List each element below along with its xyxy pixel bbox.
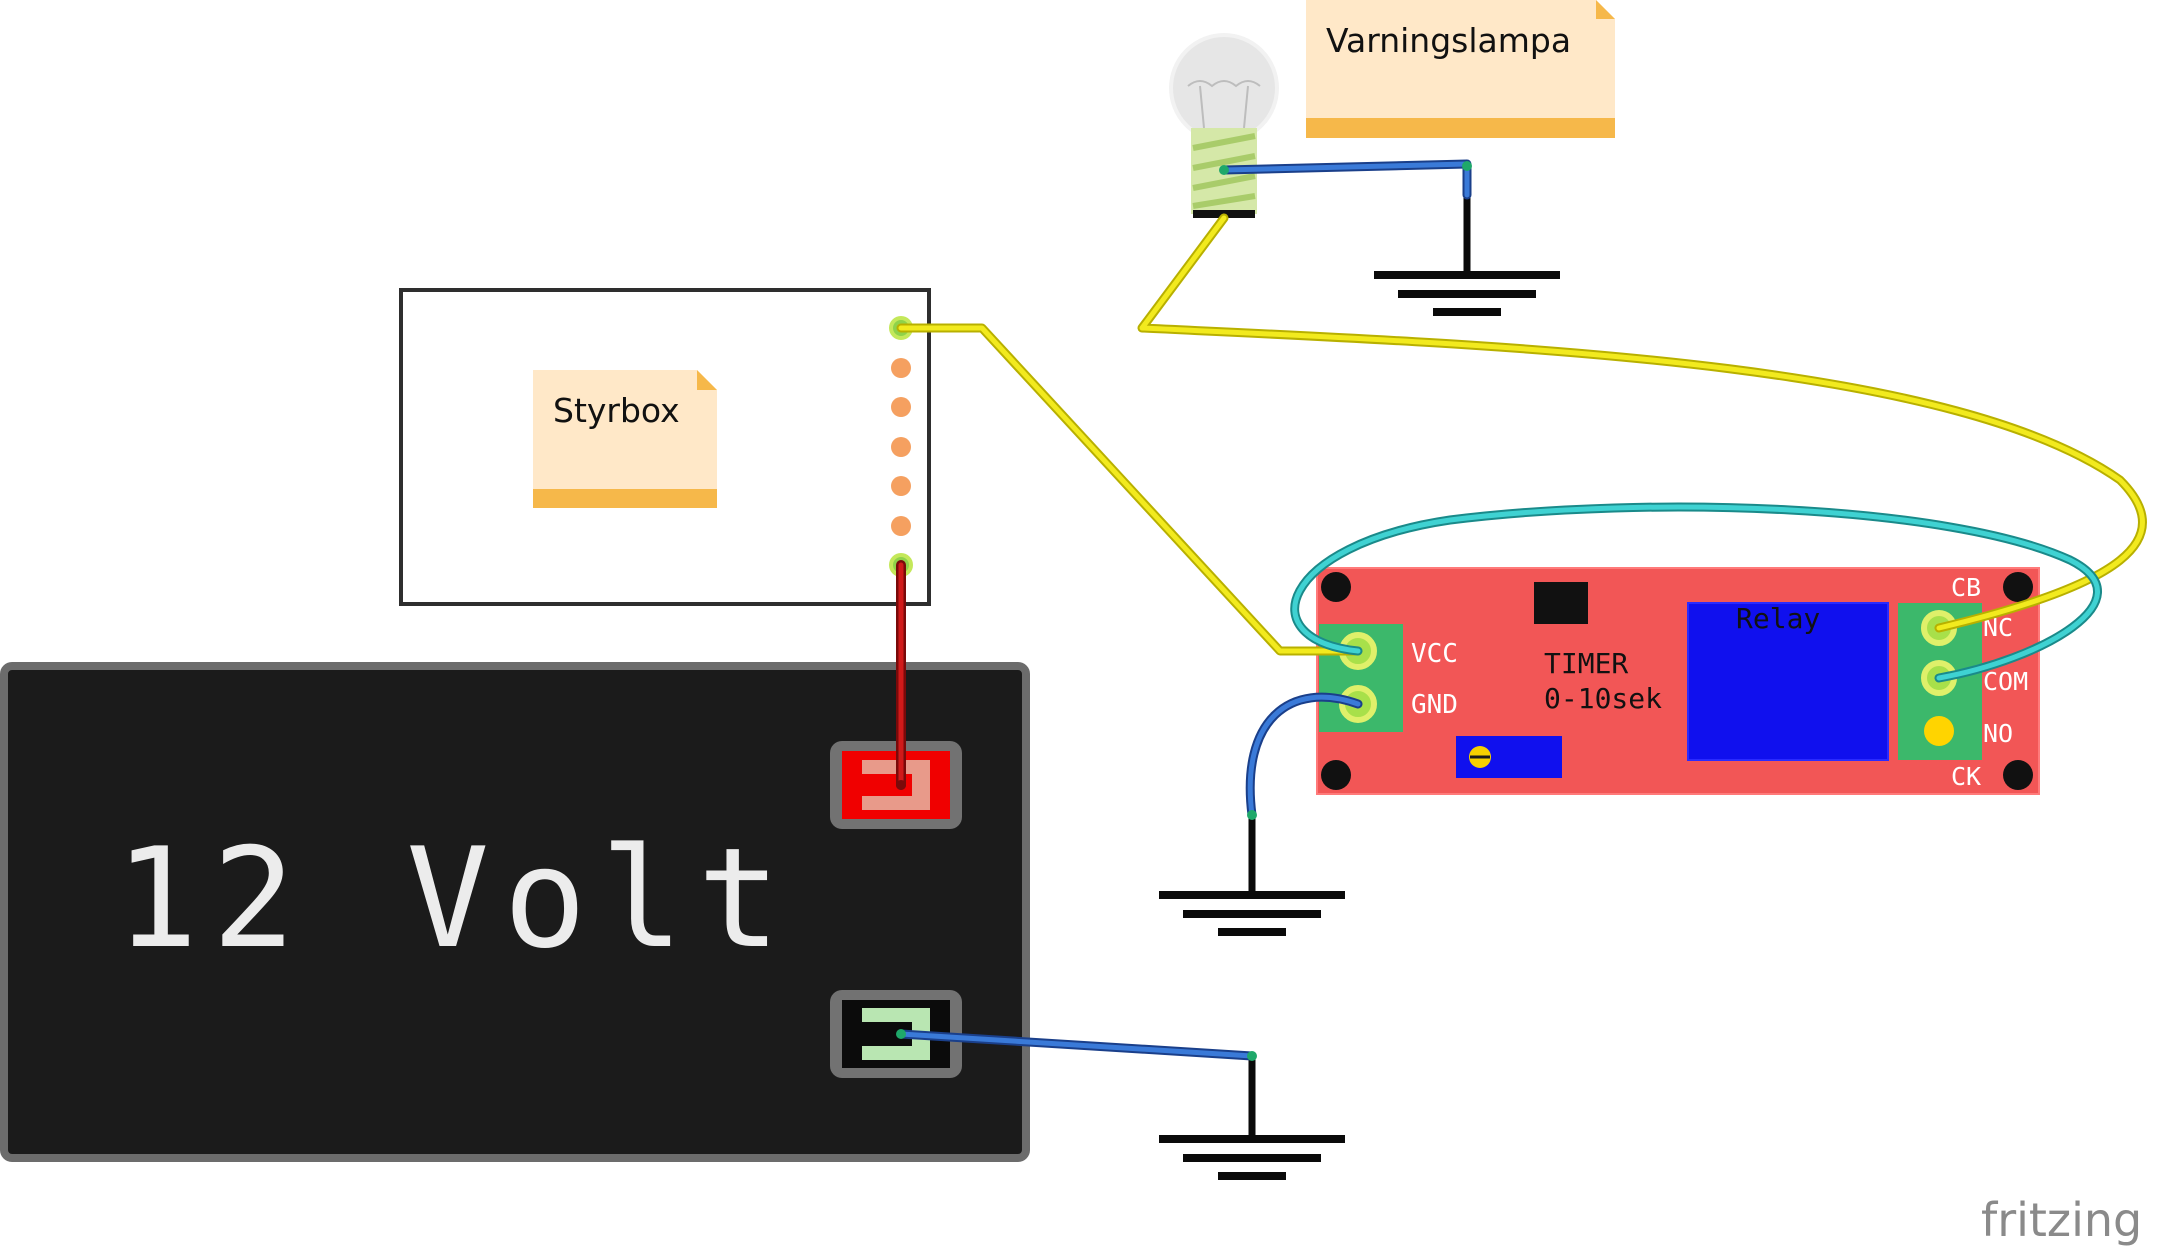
battery-negative-terminal-clip bbox=[862, 1008, 930, 1060]
lamp-base-thread-2 bbox=[1192, 153, 1256, 171]
pin-label-com: COM bbox=[1983, 667, 2028, 696]
wire-end-ground-relay bbox=[1247, 810, 1257, 820]
wire-end-ground-battery bbox=[1247, 1051, 1257, 1061]
mount-hole-bottom-right bbox=[2003, 760, 2033, 790]
wire-end-lamp-blue bbox=[1219, 165, 1229, 175]
relay-block bbox=[1687, 602, 1889, 761]
battery-positive-terminal-clip bbox=[862, 760, 930, 810]
lamp-base-thread-4 bbox=[1192, 193, 1256, 209]
timer-chip bbox=[1534, 582, 1588, 624]
styrbox-note-band bbox=[533, 489, 717, 508]
wire-blue-battery[interactable] bbox=[898, 1031, 1255, 1059]
varningslampa-note-label: Varningslampa bbox=[1326, 21, 1571, 60]
fritzing-watermark: fritzing bbox=[1981, 1193, 2142, 1247]
wire-end-battery-positive bbox=[896, 780, 906, 790]
wire-end-ground-lamp bbox=[1462, 161, 1472, 171]
terminal-no[interactable] bbox=[1924, 716, 1954, 746]
control-box-pin-6[interactable] bbox=[891, 516, 911, 536]
wire-yellow-vcc[interactable] bbox=[898, 325, 1361, 654]
lamp-filament bbox=[1187, 80, 1261, 88]
styrbox-note: Styrbox bbox=[533, 370, 717, 508]
pin-label-no: NO bbox=[1983, 719, 2013, 748]
lamp-base-thread-3 bbox=[1192, 173, 1256, 191]
wire-endpoints bbox=[896, 161, 1472, 1061]
ground-symbol-icon bbox=[1159, 811, 1345, 936]
mount-hole-bottom-left bbox=[1321, 760, 1351, 790]
control-box-pin-4[interactable] bbox=[891, 437, 911, 457]
mount-hole-top-left bbox=[1321, 572, 1351, 602]
lamp-glass bbox=[1169, 33, 1279, 143]
lamp-base-thread-1 bbox=[1192, 133, 1256, 151]
timer-title-line1: TIMER bbox=[1544, 647, 1628, 680]
battery-voltage-label: 12 Volt bbox=[115, 818, 795, 979]
styrbox-note-label: Styrbox bbox=[553, 391, 680, 430]
varningslampa-note-paper bbox=[1306, 0, 1615, 138]
control-box-pin-header bbox=[889, 316, 913, 577]
control-box-pin-5[interactable] bbox=[891, 476, 911, 496]
styrbox-note-fold-icon bbox=[697, 370, 717, 390]
styrbox-note-paper bbox=[533, 370, 717, 508]
pin-label-gnd: GND bbox=[1411, 690, 1458, 720]
varningslampa-note-band bbox=[1306, 118, 1615, 138]
pin-label-vcc: VCC bbox=[1411, 639, 1458, 669]
pin-label-cb: CB bbox=[1951, 573, 1981, 602]
mount-hole-top-right bbox=[2003, 572, 2033, 602]
battery-body bbox=[0, 662, 1030, 1162]
wire-blue-relay[interactable] bbox=[1247, 694, 1361, 818]
wire-cyan[interactable] bbox=[1292, 504, 2100, 681]
pin-label-ck: CK bbox=[1951, 762, 1981, 791]
light-bulb-icon bbox=[1169, 33, 1279, 218]
battery: 12 Volt bbox=[0, 662, 1030, 1162]
lamp-filament-lead-right bbox=[1243, 85, 1249, 129]
ground-symbol-icon bbox=[1159, 1056, 1345, 1180]
varningslampa-note: Varningslampa bbox=[1306, 0, 1615, 138]
timer-title-line2: 0-10sek bbox=[1544, 682, 1662, 715]
wire-yellow-lamp[interactable] bbox=[1139, 215, 2145, 631]
lamp-filament-lead-left bbox=[1199, 85, 1205, 129]
control-box-pin-2[interactable] bbox=[891, 358, 911, 378]
relay-block-label: Relay bbox=[1736, 602, 1820, 635]
control-box-pin-3[interactable] bbox=[891, 397, 911, 417]
wire-end-battery-negative bbox=[896, 1029, 906, 1039]
timer-relay-module: Relay VCC GND TIMER 0-10sek CB NC COM NO… bbox=[1316, 567, 2040, 795]
varningslampa-note-fold-icon bbox=[1596, 0, 1615, 19]
